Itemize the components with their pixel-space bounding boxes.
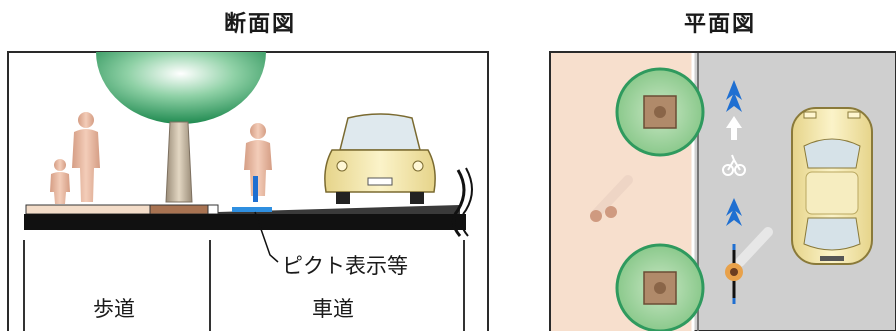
- cross-section-title: 断面図: [223, 12, 296, 37]
- bicycle-pictogram-icon: [722, 154, 746, 176]
- tree-pit-surface: [149, 204, 209, 215]
- cyclist-icon: [244, 123, 272, 202]
- tree-trunk: [165, 121, 193, 203]
- plan-tree-icon: [615, 243, 705, 331]
- plan-pedestrian-icon: [590, 175, 633, 222]
- white-arrow-icon: [726, 116, 742, 140]
- pedestrian-child-icon: [50, 159, 70, 204]
- curb: [207, 204, 219, 215]
- road-base-layer: [24, 214, 466, 230]
- arrow-up-icon: [726, 80, 742, 100]
- sidewalk-surface: [25, 204, 151, 215]
- plan-view-title: 平面図: [683, 12, 756, 37]
- car-front-icon: [324, 113, 436, 204]
- tree-canopy: [96, 52, 266, 124]
- roadway-surface: [218, 205, 460, 214]
- pictogram-callout-label: ピクト表示等: [282, 254, 408, 278]
- plan-cyclist-icon: [725, 227, 773, 304]
- pedestrian-adult-icon: [72, 112, 100, 202]
- plan-view-panel: [549, 51, 896, 331]
- plan-tree-icon: [615, 67, 705, 157]
- callout-leader-line: [254, 211, 279, 263]
- cross-section-panel: [7, 51, 489, 331]
- roadway-zone-label: 車道: [312, 297, 354, 321]
- pictogram-marking: [232, 207, 272, 212]
- plan-car-icon: [791, 107, 873, 265]
- break-line: [452, 169, 466, 237]
- sidewalk-zone-label: 歩道: [93, 297, 135, 321]
